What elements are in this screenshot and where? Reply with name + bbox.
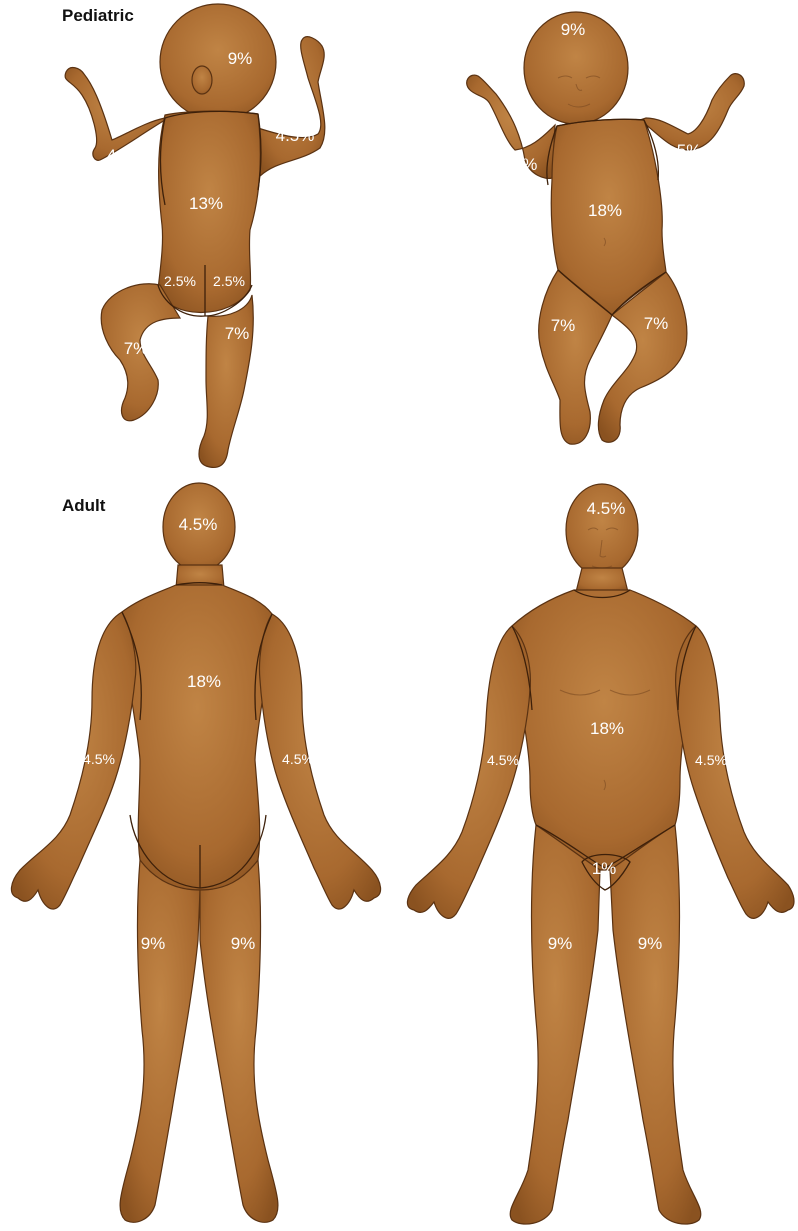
- adult-front-right-leg-label: 9%: [638, 934, 663, 953]
- pediatric-front-trunk-label: 18%: [588, 201, 622, 220]
- adult-front-left-arm: [407, 626, 530, 918]
- adult-front-left-arm-label: 4.5%: [487, 752, 519, 768]
- adult-back-left-leg: [120, 860, 200, 1222]
- adult-back-left-arm: [11, 612, 135, 909]
- adult-front-left-leg-label: 9%: [548, 934, 573, 953]
- pediatric-front-right-arm-label: 4.5%: [663, 141, 702, 160]
- pediatric-back-right-leg: [199, 295, 253, 467]
- pediatric-front-left-leg-label: 7%: [551, 316, 576, 335]
- adult-back-right-arm: [260, 614, 381, 909]
- pediatric-front-figure: 9% 4.5% 4.5% 18% 7% 7%: [467, 12, 745, 444]
- pediatric-back-left-leg-label: 7%: [124, 339, 149, 358]
- adult-back-trunk: [122, 585, 272, 890]
- adult-back-head-label: 4.5%: [179, 515, 218, 534]
- pediatric-back-trunk-label: 13%: [189, 194, 223, 213]
- adult-back-right-arm-label: 4.5%: [282, 751, 314, 767]
- adult-back-figure: 4.5% 18% 4.5% 4.5% 9% 9%: [11, 483, 380, 1222]
- adult-front-head: [566, 484, 638, 576]
- pediatric-back-head: [160, 4, 276, 120]
- adult-back-right-leg: [200, 860, 278, 1222]
- pediatric-back-ear: [192, 66, 212, 94]
- adult-back-right-leg-label: 9%: [231, 934, 256, 953]
- adult-back-trunk-label: 18%: [187, 672, 221, 691]
- adult-front-right-arm: [676, 626, 794, 918]
- adult-front-head-label: 4.5%: [587, 499, 626, 518]
- pediatric-front-left-arm-label: 4.5%: [499, 155, 538, 174]
- pediatric-back-right-arm-label: 4.5%: [276, 126, 315, 145]
- pediatric-front-head-label: 9%: [561, 20, 586, 39]
- pediatric-back-left-arm-label: 4.5%: [107, 146, 146, 165]
- adult-front-neck: [576, 568, 628, 592]
- adult-front-figure: 4.5% 18% 4.5% 4.5% 1% 9% 9%: [407, 484, 794, 1224]
- adult-front-genitals-label: 1%: [592, 859, 617, 878]
- pediatric-front-right-arm: [640, 74, 744, 150]
- pediatric-back-left-buttock-label: 2.5%: [164, 273, 196, 289]
- adult-front-left-leg: [510, 825, 600, 1224]
- adult-back-left-arm-label: 4.5%: [83, 751, 115, 767]
- pediatric-back-figure: 9% 4.5% 4.5% 13% 2.5% 2.5% 7% 7%: [65, 4, 325, 467]
- adult-back-left-leg-label: 9%: [141, 934, 166, 953]
- pediatric-back-right-buttock-label: 2.5%: [213, 273, 245, 289]
- pediatric-back-right-leg-label: 7%: [225, 324, 250, 343]
- pediatric-front-right-leg-label: 7%: [644, 314, 669, 333]
- adult-front-trunk-label: 18%: [590, 719, 624, 738]
- adult-front-right-leg: [610, 825, 701, 1224]
- pediatric-back-head-label: 9%: [228, 49, 253, 68]
- adult-front-right-arm-label: 4.5%: [695, 752, 727, 768]
